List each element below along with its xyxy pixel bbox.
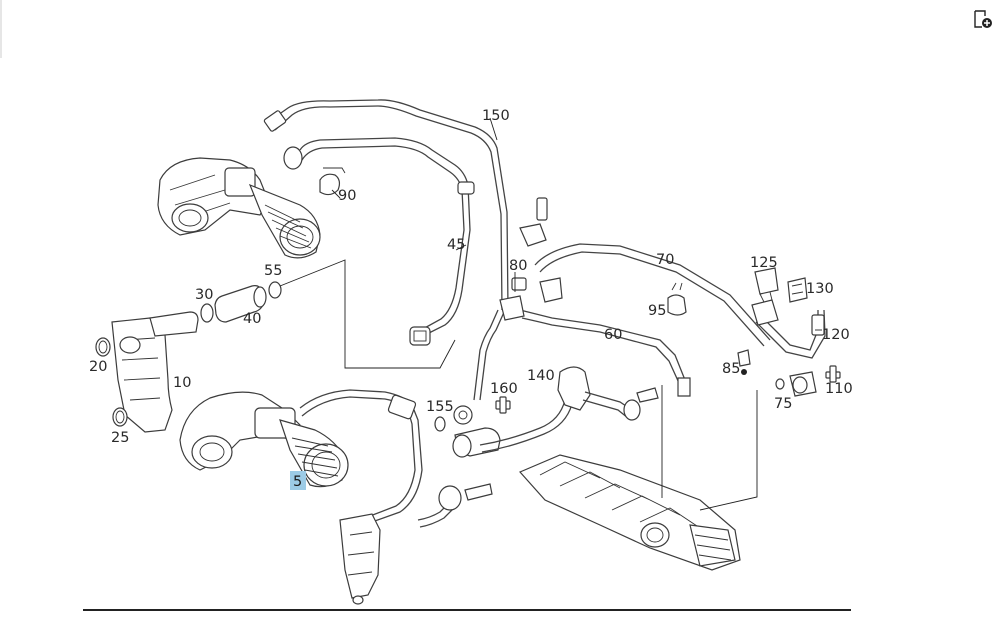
oring-75[interactable] — [775, 371, 817, 397]
hose-120[interactable] — [751, 299, 826, 359]
hose-bottom-connector[interactable] — [417, 483, 493, 528]
bottom-rule — [83, 609, 851, 611]
hose-45[interactable] — [283, 137, 475, 346]
connector-155[interactable] — [434, 405, 501, 458]
clamp-95[interactable] — [667, 282, 687, 316]
hose-70[interactable] — [519, 197, 771, 347]
charge-air-hose-5[interactable] — [179, 391, 349, 488]
intake-manifold[interactable] — [518, 454, 741, 571]
air-duct-upper[interactable] — [157, 157, 321, 259]
callout-140[interactable]: 140 — [527, 368, 555, 384]
sensor-125[interactable] — [754, 267, 779, 303]
callout-75[interactable]: 75 — [774, 396, 792, 412]
hose-80-fitting[interactable] — [499, 277, 691, 397]
callout-160[interactable]: 160 — [490, 381, 518, 397]
callout-60[interactable]: 60 — [604, 327, 622, 343]
callout-155[interactable]: 155 — [426, 399, 454, 415]
callout-110[interactable]: 110 — [825, 381, 853, 397]
callout-85[interactable]: 85 — [722, 361, 740, 377]
callout-80[interactable]: 80 — [509, 258, 527, 274]
callout-55[interactable]: 55 — [264, 263, 282, 279]
callout-130[interactable]: 130 — [806, 281, 834, 297]
callout-5[interactable]: 5 — [293, 474, 302, 490]
callout-30[interactable]: 30 — [195, 287, 213, 303]
leader-lines — [279, 117, 822, 511]
callout-20[interactable]: 20 — [89, 359, 107, 375]
hose-lower-bracket[interactable] — [299, 389, 423, 605]
charge-air-duct-10[interactable] — [95, 311, 199, 433]
viewer-left-edge — [0, 0, 2, 58]
add-to-list-button[interactable] — [972, 9, 994, 31]
callout-5-highlight — [290, 471, 306, 490]
callout-10[interactable]: 10 — [173, 375, 191, 391]
callout-45[interactable]: 45 — [447, 237, 465, 253]
hose-140[interactable] — [479, 366, 659, 453]
clip-85[interactable] — [737, 349, 751, 375]
clip-130[interactable] — [787, 277, 808, 303]
screw-110[interactable] — [825, 365, 841, 383]
hose-150[interactable] — [263, 99, 509, 401]
callout-40[interactable]: 40 — [243, 311, 261, 327]
callout-25[interactable]: 25 — [111, 430, 129, 446]
callout-90[interactable]: 90 — [338, 188, 356, 204]
pipe-40[interactable] — [200, 281, 282, 323]
clamp-90[interactable] — [319, 167, 346, 196]
callout-70[interactable]: 70 — [656, 252, 674, 268]
callout-120[interactable]: 120 — [822, 327, 850, 343]
add-to-list-icon — [974, 10, 992, 28]
callout-95[interactable]: 95 — [648, 303, 666, 319]
bolt-160[interactable] — [495, 396, 511, 414]
callout-125[interactable]: 125 — [750, 255, 778, 271]
callouts: 5 10 20 25 30 40 45 55 60 70 75 80 85 90… — [89, 108, 853, 490]
callout-150[interactable]: 150 — [482, 108, 510, 124]
